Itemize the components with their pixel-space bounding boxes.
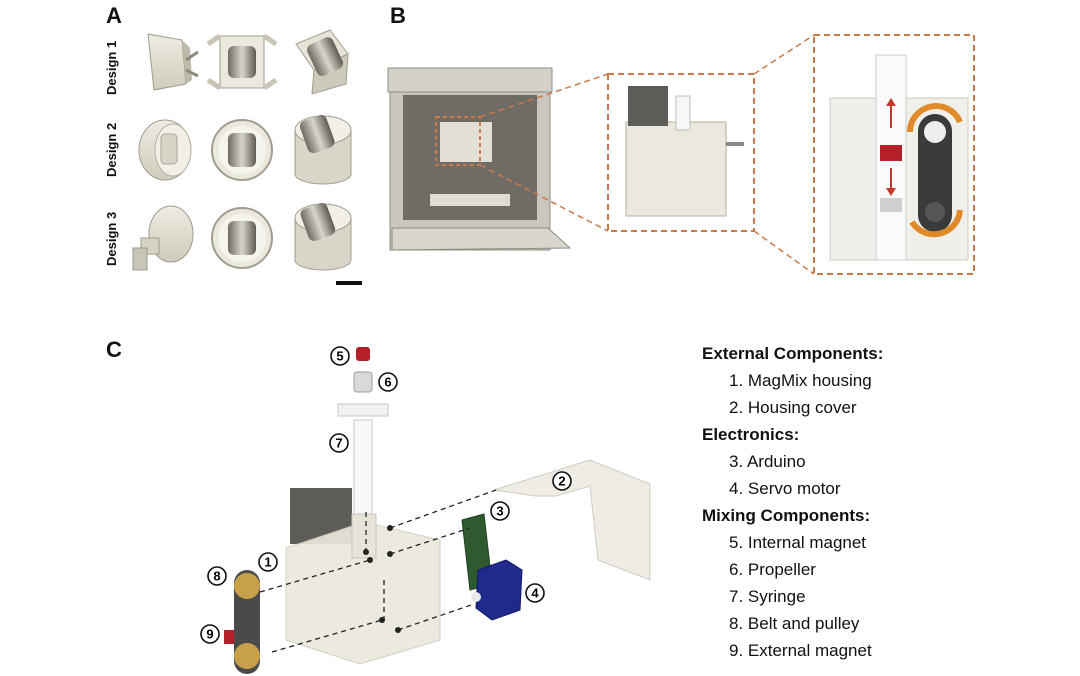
- design-3-side: [132, 205, 194, 271]
- design-1-side: [147, 33, 199, 91]
- servo-motor: [475, 559, 523, 621]
- callout-6: 6: [384, 375, 391, 390]
- legend-item: 3. Arduino: [729, 452, 806, 471]
- callout-7: 7: [335, 436, 342, 451]
- component-legend: External Components: 1. MagMix housing 2…: [702, 340, 883, 664]
- design-2-side: [138, 119, 192, 181]
- callout-3: 3: [496, 504, 503, 519]
- callout-5: 5: [336, 349, 343, 364]
- callouts: [200, 346, 572, 644]
- legend-item: 8. Belt and pulley: [729, 614, 860, 633]
- zoom-box-medium: [607, 73, 755, 232]
- design-3-front: [211, 207, 273, 269]
- electronics-header: Electronics:: [702, 425, 800, 444]
- callout-9: 9: [206, 627, 213, 642]
- zoom-box-large: [813, 34, 975, 275]
- exploded-view: [224, 347, 651, 674]
- external-components-header: External Components:: [702, 344, 884, 363]
- zoom-box-small: [435, 116, 481, 166]
- callout-8: 8: [213, 569, 220, 584]
- design-1-front: [206, 33, 278, 91]
- mixing-components-header: Mixing Components:: [702, 506, 871, 525]
- scale-bar: [336, 281, 362, 285]
- internal-magnet: [356, 347, 370, 361]
- magmix-closeup: [625, 86, 744, 217]
- legend-item: 4. Servo motor: [729, 479, 841, 498]
- housing-cover: [493, 459, 651, 581]
- panel-label-b: B: [390, 3, 406, 28]
- legend-item: 9. External magnet: [729, 641, 872, 660]
- magmix-section-view: [829, 54, 969, 261]
- callout-1: 1: [264, 555, 271, 570]
- legend-item: 2. Housing cover: [729, 398, 857, 417]
- design-1-iso: [295, 29, 349, 95]
- callout-2: 2: [558, 474, 565, 489]
- design-3-iso: [294, 202, 352, 271]
- printer-render: [387, 67, 572, 251]
- panel-label-a: A: [106, 3, 122, 28]
- syringe: [353, 419, 373, 515]
- panel-label-c: C: [106, 337, 122, 362]
- legend-item: 7. Syringe: [729, 587, 806, 606]
- legend-item: 6. Propeller: [729, 560, 816, 579]
- external-magnet: [224, 630, 234, 644]
- callout-4: 4: [531, 586, 539, 601]
- legend-item: 1. MagMix housing: [729, 371, 872, 390]
- legend-item: 5. Internal magnet: [729, 533, 867, 552]
- design-2-iso: [294, 114, 352, 185]
- design-2-front: [211, 119, 273, 181]
- propeller: [353, 371, 373, 393]
- design-grid: [132, 29, 362, 285]
